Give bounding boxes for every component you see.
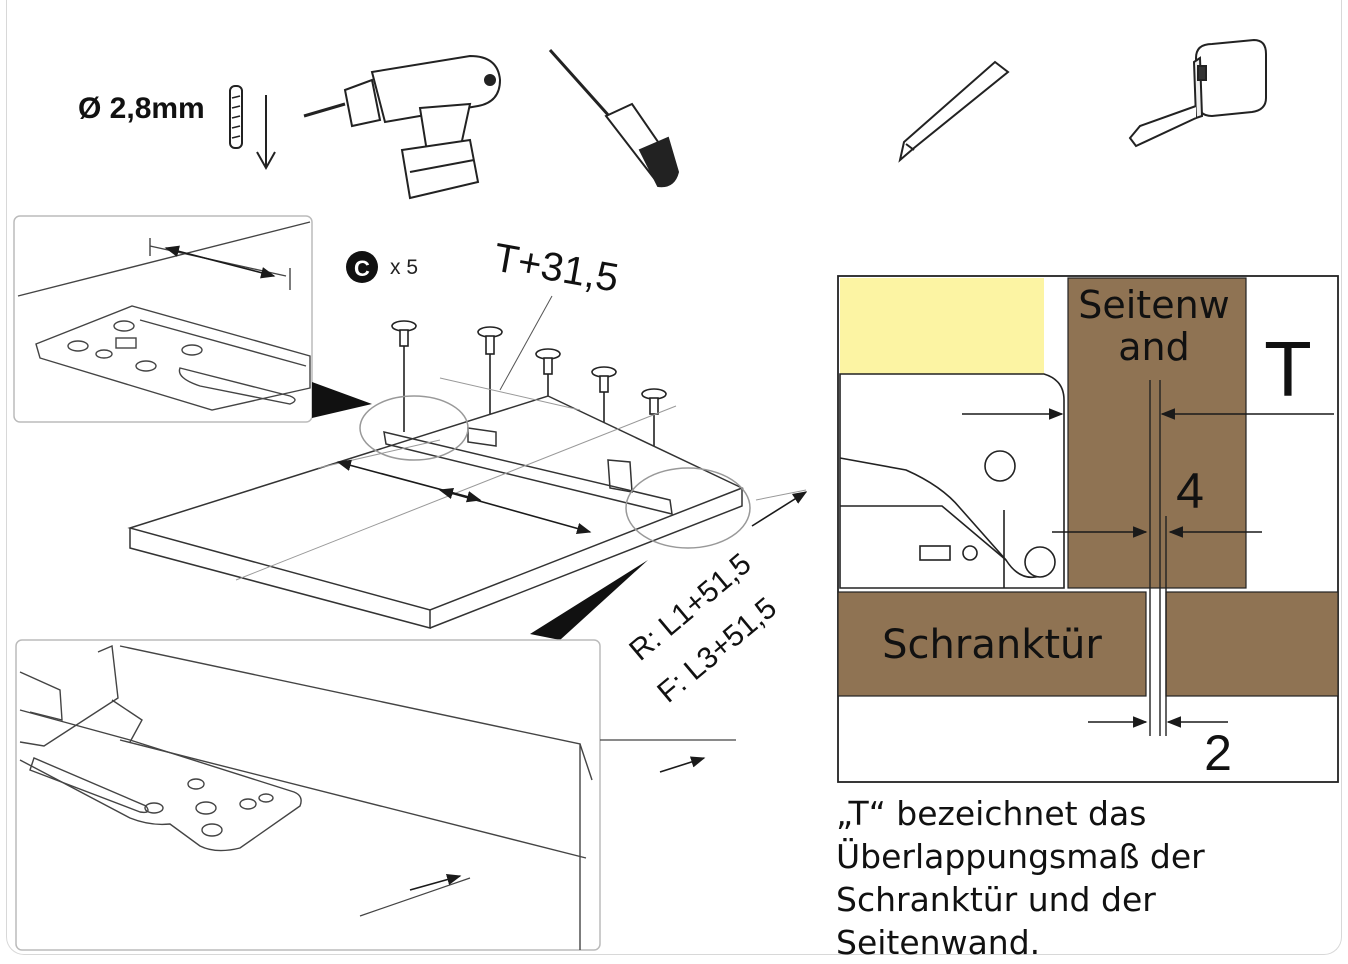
leader-line [499, 295, 553, 391]
callout-pointer [530, 560, 648, 640]
highlight-area [840, 278, 1044, 374]
side-wall-label-cont: and [1118, 325, 1190, 369]
depth-formula-label: T+31,5 [490, 236, 621, 301]
screws [391, 320, 667, 506]
dimension-arrow [751, 491, 808, 527]
down-arrow-icon [256, 95, 276, 171]
pencil-icon [898, 60, 1010, 163]
overlap-symbol: T [1264, 325, 1312, 413]
screw-bit-icon [229, 85, 243, 149]
gap-2-label: 2 [1204, 725, 1232, 781]
caption-line: Seitenwand. [836, 923, 1041, 962]
caption-line: „T“ bezeichnet das [836, 794, 1147, 833]
screw-count-label: x 5 [390, 256, 418, 279]
side-wall [1067, 277, 1247, 589]
screw-icon [477, 326, 503, 450]
door-label: Schranktür [882, 622, 1102, 668]
overlap-section-detail: Seitenw and T 4 Schranktür 2 [837, 275, 1339, 783]
page-frame [6, 0, 1342, 955]
door-right [1165, 591, 1339, 697]
screwdriver-icon [548, 48, 680, 188]
dimension-arrow [438, 487, 592, 535]
screw-icon [391, 320, 417, 432]
side-wall-label: Seitenw [1078, 283, 1230, 327]
caption-text: „T“ bezeichnet das Überlappungsmaß der S… [836, 792, 1316, 964]
caption-line: Überlappungsmaß der [836, 837, 1205, 876]
bracket-detail-inset [13, 215, 313, 423]
door-left [837, 591, 1147, 697]
screw-badge: C [346, 251, 378, 283]
caption-line: Schranktür und der [836, 880, 1156, 919]
callout-pointer [312, 382, 372, 418]
tape-measure-icon [1128, 38, 1267, 148]
drill-icon [303, 54, 502, 200]
drill-size-label: Ø 2,8mm [78, 92, 205, 125]
gap-4-label: 4 [1176, 463, 1204, 519]
dimension-arrow [409, 873, 462, 891]
dimension-arrow [659, 756, 706, 773]
bracket-closeup-inset [15, 639, 601, 951]
shelf-panel [127, 377, 807, 629]
screw-type-label: C [354, 256, 370, 281]
